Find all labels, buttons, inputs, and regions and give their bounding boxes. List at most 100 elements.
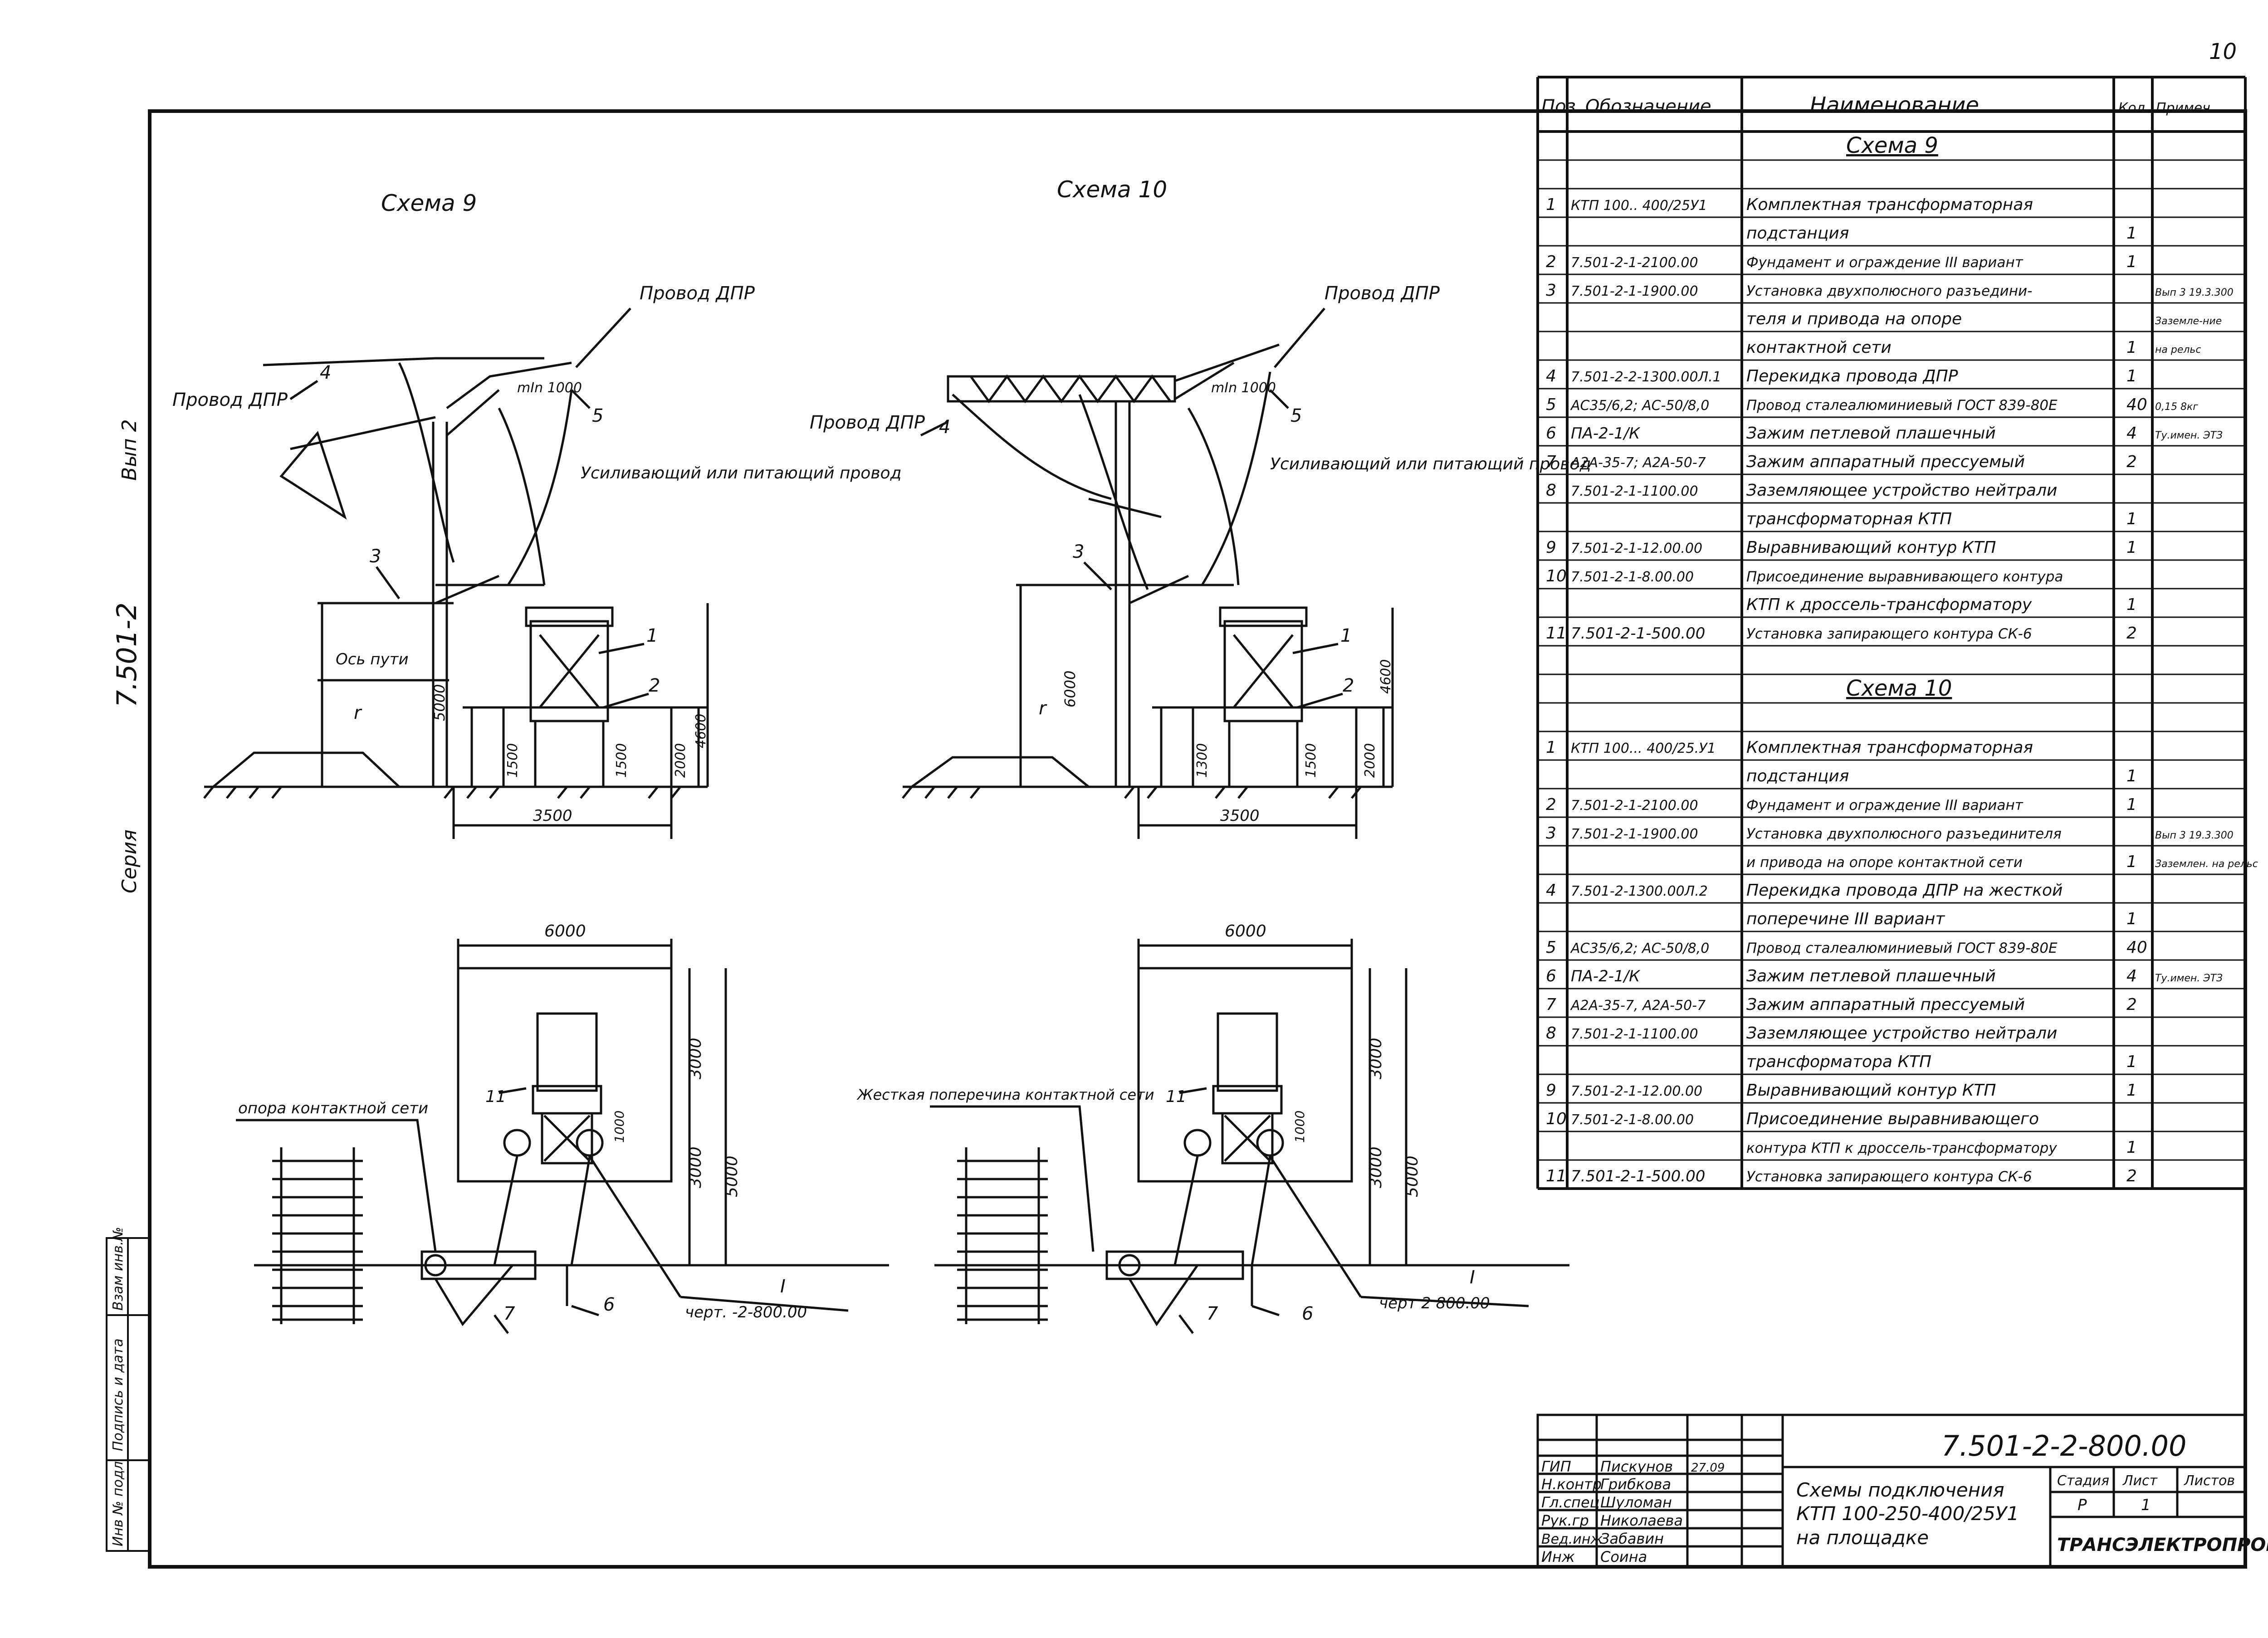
spec-cell-pos: 6 [1546,967,1556,985]
spec-cell-name: Зажим аппаратный прессуемый [1746,453,2025,471]
organization: ТРАНСЭЛЕКТРОПРОЕКТ [2057,1535,2268,1555]
role-1: Н.контр [1541,1476,1602,1493]
doc-number: 7.501-2-2-800.00 [1941,1429,2186,1462]
spec-cell-code: 7.501-2-1-1100.00 [1571,1026,1698,1042]
spec-cell-pos: 6 [1546,424,1556,443]
page-number: 10 [2209,39,2237,64]
scheme10-feeder-label: Усиливающий или питающий провод [1270,455,1591,473]
spec-cell-name: контура КТП к дроссель-трансформатору [1746,1140,2057,1156]
scheme10-r-label: r [1039,698,1047,719]
spec-cell-name: Присоединение выравнивающего контура [1746,569,2063,585]
role-3-name: Николаева [1600,1512,1683,1529]
spec-cell-name: Провод сталеалюминиевый ГОСТ 839-80Е [1746,397,2058,414]
sheet-label: Вып 2 [118,419,141,481]
scheme10-plan-depth-total: 5000 [1403,1155,1422,1197]
margin-cell-inv: Инв № подл [110,1461,126,1546]
spec-cell-pos: 2 [1546,253,1556,271]
scheme9-wire-left-label: Провод ДПР [172,390,288,410]
scheme9-dim-width: 3500 [533,807,572,825]
scheme9-callout-4: 4 [320,362,331,383]
spec-cell-pos: 3 [1546,824,1556,843]
scheme9-plan-depth-top: 3000 [686,1038,705,1079]
spec-cell-qty: 1 [2126,510,2137,528]
spec-cell-name: Выравнивающий контур КТП [1746,1081,1996,1100]
spec-cell-qty: 1 [2126,910,2137,928]
role-4: Вед.инж [1541,1531,1603,1547]
scheme9-plan-labels: 6000 3000 3000 5000 1000 опора контактно… [238,922,807,1324]
scheme9-callout-5: 5 [592,405,603,426]
spec-cell-qty: 1 [2126,767,2137,785]
scheme9-plan-callout-11: 11 [485,1087,506,1106]
role-0-date: 27.09 [1691,1461,1725,1475]
scheme9-plan-ref-mark: I [780,1276,786,1297]
spec-cell-name: Выравнивающий контур КТП [1746,538,1996,557]
spec-cell-name: поперечине III вариант [1746,910,1945,928]
title-block-text: 7.501-2-2-800.00 ГИП Пискунов 27.09 Н.ко… [1541,1429,2268,1565]
scheme9-dim-foundation: 1500 [614,743,630,778]
scheme9-plan-width: 6000 [544,922,586,941]
spec-cell-name: теля и привода на опоре [1746,310,1962,328]
spec-cell-name: Зажим аппаратный прессуемый [1746,995,2025,1014]
title-block [1536,1414,2247,1568]
role-4-name: Забавин [1600,1530,1664,1547]
scheme9-dim-fence: 2000 [673,743,689,778]
scheme10-insulator-label: mIn 1000 [1211,380,1276,396]
scheme9-plan-depth-mid: 3000 [686,1146,705,1188]
scheme10-plan-ref-mark: I [1470,1267,1475,1288]
spec-cell-qty: 40 [2126,395,2147,414]
spec-cell-qty: 2 [2126,995,2137,1014]
spec-header-note: Примеч [2156,100,2210,116]
margin-labels: Вып 2 7.501-2 Серия [111,419,143,893]
spec-header-code: Обозначение [1585,96,1711,117]
scheme9-callout-1: 1 [646,625,658,646]
spec-header-name: Наименование [1810,93,1979,118]
title-line-2: КТП 100-250-400/25У1 [1796,1502,2019,1525]
spec-cell-code: 7.501-2-1-1100.00 [1571,483,1698,499]
spec-cell-pos: 7 [1546,453,1556,471]
scheme10-plan-callout-7: 7 [1207,1303,1218,1324]
spec-cell-name: трансформатора КТП [1746,1053,1931,1071]
spec-cell-pos: 9 [1546,538,1556,557]
scheme10-dim-total: 4600 [1378,659,1394,694]
series-code-label: 7.501-2 [111,602,143,707]
spec-cell-name: Перекидка провода ДПР на жесткой [1746,881,2063,900]
spec-cell-name: подстанция [1746,224,1849,243]
scheme10-title: Схема 10 [1057,176,1167,203]
spec-cell-name: трансформаторная КТП [1746,510,1952,528]
scheme9-r-label: r [354,702,362,723]
spec-cell-code: 7.501-2-2-1300.00Л.1 [1571,369,1721,385]
spec-table [1536,76,2247,1190]
spec-cell-name: Фундамент и ограждение III вариант [1746,797,2024,814]
spec-cell-code: А2А-35-7, А2А-50-7 [1570,998,1706,1014]
title-line-3: на площадке [1796,1526,1929,1549]
spec-cell-name: Схема 10 [1846,676,1952,701]
scheme9-plan-support-label: опора контактной сети [238,1099,428,1117]
scheme9-plan-depth-total: 5000 [723,1155,741,1197]
role-3: Рук.гр [1541,1512,1589,1529]
scheme9-insulator-label: mIn 1000 [517,380,582,396]
spec-cell-code: ПА-2-1/К [1571,967,1641,985]
scheme10-plan-support-label: Жесткая поперечина контактной сети [856,1086,1154,1103]
scheme10-plan-depth-top: 3000 [1367,1038,1385,1079]
spec-cell-name: и привода на опоре контактной сети [1746,854,2023,871]
spec-cell-name: Комплектная трансформаторная [1746,195,2033,214]
spec-cell-code: 7.501-2-1-8.00.00 [1571,569,1694,585]
scheme10-plan-width: 6000 [1225,922,1266,941]
spec-cell-qty: 4 [2126,967,2137,985]
scheme9-track-axis-label: Ось пути [336,650,409,668]
spec-cell-pos: 9 [1546,1081,1556,1100]
spec-cell-pos: 1 [1546,738,1556,757]
scheme9-title: Схема 9 [381,190,477,216]
scheme10-plan-small: 1000 [1292,1111,1307,1143]
spec-cell-name: Установка запирающего контура СК-6 [1746,1169,2032,1185]
spec-cell-code: 7.501-2-1-1900.00 [1571,826,1698,842]
spec-cell-qty: 4 [2126,424,2137,443]
scheme10-callout-2: 2 [1343,675,1354,696]
spec-cell-name: КТП к дроссель-трансформатору [1746,595,2032,614]
spec-cell-name: контактной сети [1746,338,1892,357]
spec-cell-code: 7.501-2-1-500.00 [1571,624,1705,643]
spec-cell-pos: 8 [1546,1024,1556,1043]
scheme9-plan [236,939,889,1334]
